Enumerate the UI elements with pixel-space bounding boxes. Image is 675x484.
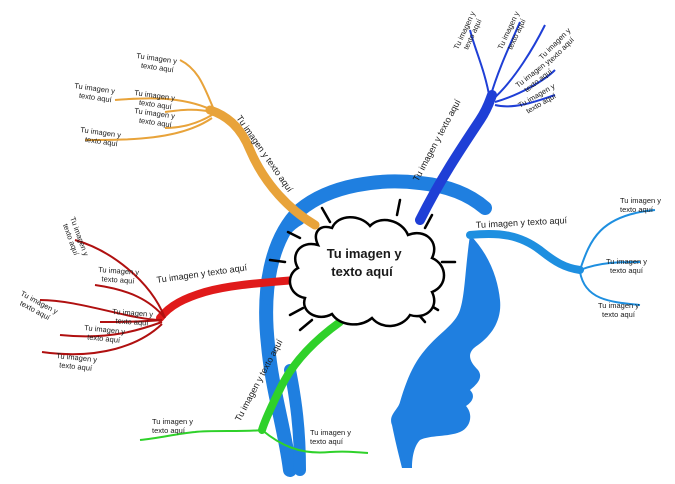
branch-orange: Tu imagen y texto aquí Tu imagen ytexto … (72, 51, 320, 230)
branch-orange-twig (164, 114, 213, 129)
branch-blue-dark-twig (494, 69, 556, 103)
branch-blue-dark-twig (469, 29, 491, 101)
branch-red-twig (94, 284, 166, 319)
branch-orange-trunk (205, 105, 320, 230)
branch-blue-light-twig (579, 261, 641, 271)
leaf-red-5: Tu imagen ytexto aquí (83, 323, 126, 345)
branch-red-twig (59, 321, 163, 338)
branch-blue-dark-trunk (415, 90, 497, 225)
branch-red-label: Tu imagen y texto aquí (156, 262, 248, 285)
leaf-red-1: Tu imagen ytexto aquí (60, 216, 91, 261)
cloud-shape (288, 216, 446, 328)
branch-red-twig (74, 239, 166, 319)
branch-orange-twig (164, 108, 213, 113)
branch-blue-light-trunk (466, 229, 584, 274)
branch-blue-light-twig (579, 271, 641, 306)
leaf-orange-5: Tu imagen ytexto aquí (78, 125, 121, 149)
branch-blue-light-twig (579, 209, 656, 271)
branch-red-twig (41, 323, 163, 356)
head-outline-back (259, 174, 492, 477)
head-neck (284, 364, 306, 476)
branch-red-trunk (156, 276, 299, 322)
leaf-orange-2: Tu imagen ytexto aquí (72, 81, 115, 105)
leaf-red-6: Tu imagen ytexto aquí (55, 351, 98, 373)
head-silhouette (259, 174, 501, 477)
branch-green-twig (139, 429, 263, 441)
leaf-red-3: Tu imagen ytexto aquí (111, 307, 153, 328)
branch-blue-dark: Tu imagen y texto aquí Tu imagen ytexto … (411, 10, 577, 225)
branch-orange-twig (114, 97, 213, 111)
leaf-red-2: Tu imagen ytexto aquí (97, 265, 139, 286)
leaf-red-4: Tu imagen ytexto aquí (15, 289, 60, 324)
leaf-blue-dark-1: Tu imagen ytexto aquí (452, 10, 486, 55)
leaf-orange-1: Tu imagen ytexto aquí (134, 51, 177, 75)
branch-blue-dark-label: Tu imagen y texto aquí (411, 97, 463, 183)
branch-green-twig (261, 429, 369, 454)
center-topic-text: Tu imagen y texto aquí (327, 246, 406, 279)
branch-green-trunk (258, 318, 344, 434)
center-thought-cloud: Tu imagen y texto aquí (268, 198, 457, 332)
leaf-blue-dark-2: Tu imagen ytexto aquí (496, 10, 530, 55)
branch-blue-dark-twig (491, 24, 546, 101)
branch-red: Tu imagen y texto aquí Tu imagen ytexto … (15, 216, 299, 373)
branch-blue-dark-twig (494, 94, 556, 108)
branch-orange-twig (179, 59, 216, 113)
head-outline-inner (262, 215, 305, 305)
head-face-profile (391, 235, 501, 468)
branch-blue-dark-twig (489, 21, 521, 99)
branch-red-twig (39, 299, 163, 321)
branch-blue-light-label: Tu imagen y texto aquí (476, 215, 568, 230)
branch-orange-twig (84, 117, 213, 141)
